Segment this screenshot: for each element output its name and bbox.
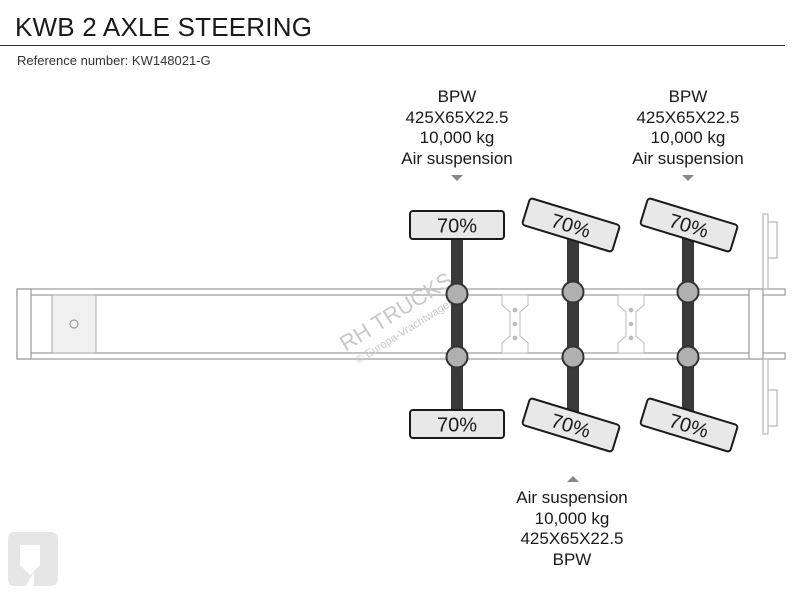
reference-number: Reference number: KW148021-G: [17, 53, 211, 68]
axle-2-capacity: 10,000 kg: [534, 508, 610, 528]
axle-1-tire-size: 425X65X22.5: [405, 107, 509, 127]
axle-1-tire-top-load: 70%: [437, 216, 477, 238]
cross-member-2: [617, 294, 645, 354]
page-title: KWB 2 AXLE STEERING: [15, 12, 313, 42]
axle-1-tire-bottom-load: 70%: [437, 415, 477, 437]
axle-3-hub-bottom: [676, 345, 700, 369]
axle-3-brand: BPW: [668, 87, 708, 106]
axle-2-label-arrow-icon: [567, 476, 579, 482]
rear-bumper-bottom: [762, 358, 778, 435]
axle-2: 70% 70%: [521, 197, 621, 453]
axle-2-spec-label: Air suspension 10,000 kg 425X65X22.5 BPW: [492, 488, 652, 570]
axle-2-hub-top: [561, 280, 585, 304]
title-divider: [0, 45, 785, 46]
axle-3-spec-label: BPW 425X65X22.5 10,000 kg Air suspension: [608, 87, 768, 169]
axle-2-suspension: Air suspension: [516, 488, 628, 507]
axle-1-suspension: Air suspension: [401, 148, 513, 168]
axle-1-hub-top: [445, 282, 469, 306]
axle-2-beam: [567, 236, 579, 414]
rear-bumper-top: [762, 213, 778, 290]
axle-2-brand: BPW: [552, 549, 592, 569]
axle-3-hub-top: [676, 280, 700, 304]
axle-1-spec-label: BPW 425X65X22.5 10,000 kg Air suspension: [377, 87, 537, 169]
axle-2-tire-bottom: 70%: [521, 397, 621, 453]
axle-1-capacity: 10,000 kg: [419, 128, 495, 147]
axle-1-tire-top: 70%: [409, 210, 505, 240]
kingpin-icon: [69, 319, 79, 329]
axle-3-tire-size: 425X65X22.5: [636, 107, 740, 127]
axle-1-beam: [451, 236, 463, 414]
cross-member-1: [501, 294, 529, 354]
axle-1-label-arrow-icon: [451, 175, 463, 181]
brand-logo-icon: [8, 532, 58, 586]
axle-3-suspension: Air suspension: [632, 148, 744, 168]
axle-1-hub-bottom: [445, 345, 469, 369]
axle-3-beam: [682, 236, 694, 414]
axle-3-capacity: 10,000 kg: [650, 128, 726, 147]
axle-3: 70% 70%: [639, 197, 739, 453]
axle-2-hub-bottom: [561, 345, 585, 369]
axle-1: 70% 70%: [409, 210, 505, 439]
kingpin-plate: [51, 294, 97, 354]
axle-1-tire-bottom: 70%: [409, 409, 505, 439]
axle-3-label-arrow-icon: [682, 175, 694, 181]
axle-1-brand: BPW: [437, 87, 477, 106]
axle-2-tire-size: 425X65X22.5: [520, 529, 624, 548]
chassis-frame: [16, 288, 786, 360]
